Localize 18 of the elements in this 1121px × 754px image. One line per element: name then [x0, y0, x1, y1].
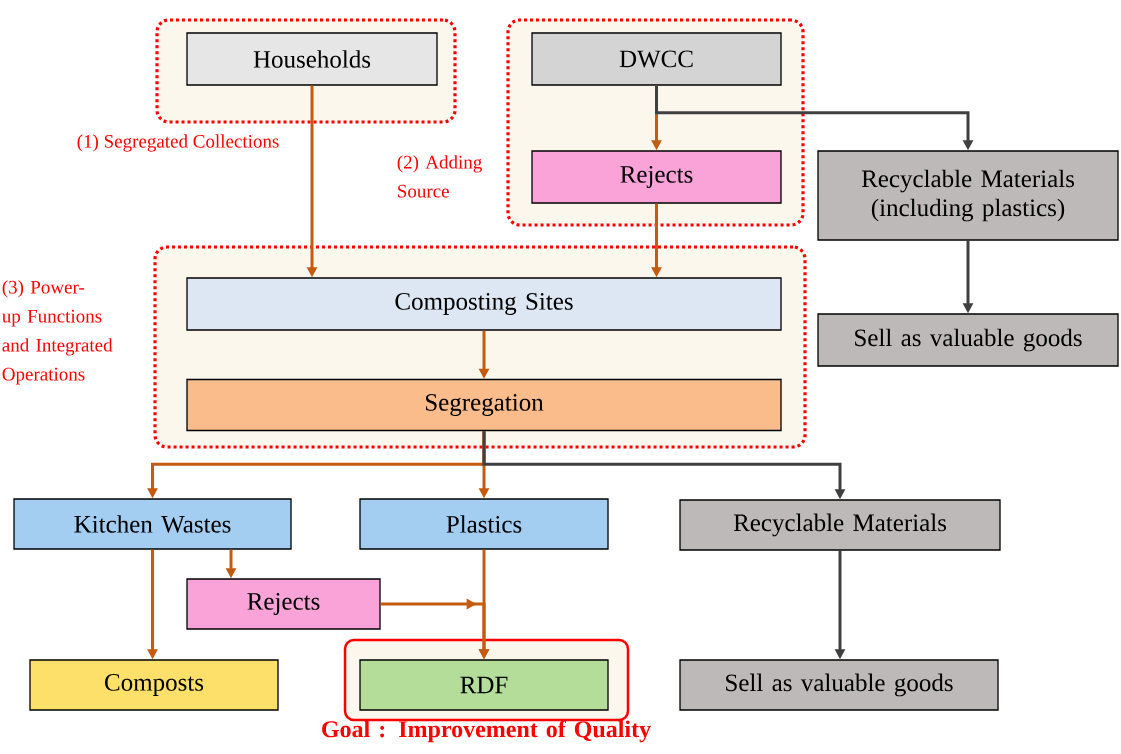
process-box: Sell as valuable goods — [679, 659, 999, 711]
process-box: Kitchen Wastes — [13, 498, 292, 550]
process-box: Plastics — [359, 498, 609, 550]
frame-heading: (2) Adding Source — [397, 155, 482, 198]
process-box: Sell as valuable goods — [817, 313, 1119, 367]
process-box: DWCC — [531, 32, 782, 86]
process-box: Segregation — [186, 378, 782, 432]
process-box: Rejects — [186, 578, 381, 630]
process-box: Households — [186, 32, 438, 86]
frame-heading: (3) Power-up Functions and Integrated Operations — [2, 280, 113, 385]
edge-label: (1) Segregated Collections — [75, 133, 281, 153]
process-box: Recyclable Materials — [679, 499, 1001, 551]
process-box: Composting Sites — [186, 277, 782, 331]
process-box: Rejects — [531, 150, 782, 204]
process-box: Composts — [29, 659, 279, 711]
frame-heading: Goal : Improvement of Quality — [322, 720, 651, 743]
process-box: RDF — [359, 659, 609, 711]
process-box: Recyclable Materials (including plastics) — [817, 150, 1119, 241]
